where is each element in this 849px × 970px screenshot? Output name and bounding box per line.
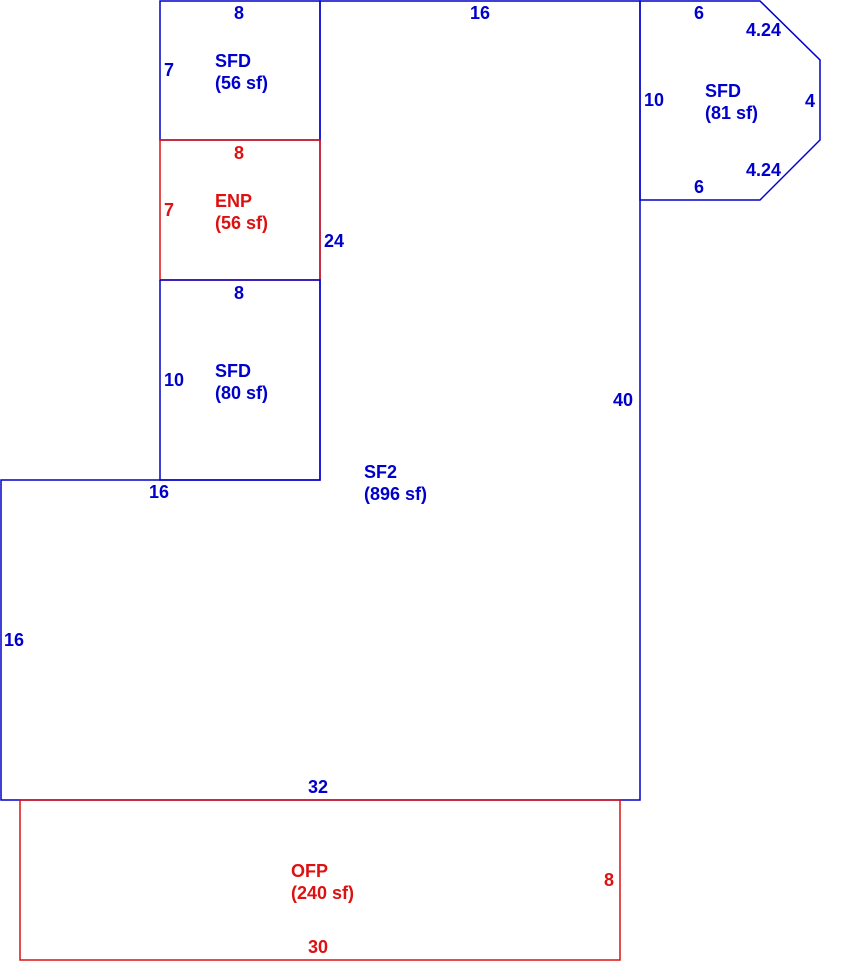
sfd-top-dim-left: 7 xyxy=(164,60,174,80)
sfd-bay-dim-right: 4 xyxy=(805,91,815,111)
ofp-area: (240 sf) xyxy=(291,883,354,903)
sfd-mid-code: SFD xyxy=(215,361,251,381)
sf2-code: SF2 xyxy=(364,462,397,482)
sfd-bay-area: (81 sf) xyxy=(705,103,758,123)
ofp-code: OFP xyxy=(291,861,328,881)
enp-area: (56 sf) xyxy=(215,213,268,233)
sfd-mid-area: (80 sf) xyxy=(215,383,268,403)
sfd-mid-dim-top: 8 xyxy=(234,283,244,303)
ofp-dim-right: 8 xyxy=(604,870,614,890)
sf2-dim-bottom: 32 xyxy=(308,777,328,797)
enp-dim-top: 8 xyxy=(234,143,244,163)
sfd-bay-code: SFD xyxy=(705,81,741,101)
sf2-dim-left: 16 xyxy=(4,630,24,650)
sfd-bay-dim-top: 6 xyxy=(694,3,704,23)
enp-code: ENP xyxy=(215,191,252,211)
sfd-top-dim-top: 8 xyxy=(234,3,244,23)
sf2-area: (896 sf) xyxy=(364,484,427,504)
sf2-dim-right: 40 xyxy=(613,390,633,410)
sfd-bay-dim-diag-bottom: 4.24 xyxy=(746,160,781,180)
sf2-dim-top: 16 xyxy=(470,3,490,23)
ofp-outline xyxy=(19,800,621,961)
sfd-top-area: (56 sf) xyxy=(215,73,268,93)
sfd-bay-dim-left: 10 xyxy=(644,90,664,110)
sfd-mid-outline xyxy=(159,279,321,481)
enp-dim-left: 7 xyxy=(164,200,174,220)
sfd-bay-dim-bottom: 6 xyxy=(694,177,704,197)
sfd-mid-dim-left: 10 xyxy=(164,370,184,390)
sfd-bay-dim-diag-top: 4.24 xyxy=(746,20,781,40)
ofp-dim-bottom: 30 xyxy=(308,937,328,957)
sf2-dim-left-wing: 24 xyxy=(324,231,344,251)
sfd-bay-outline xyxy=(639,0,821,201)
sfd-top-code: SFD xyxy=(215,51,251,71)
sf2-dim-inner-step: 16 xyxy=(149,482,169,502)
